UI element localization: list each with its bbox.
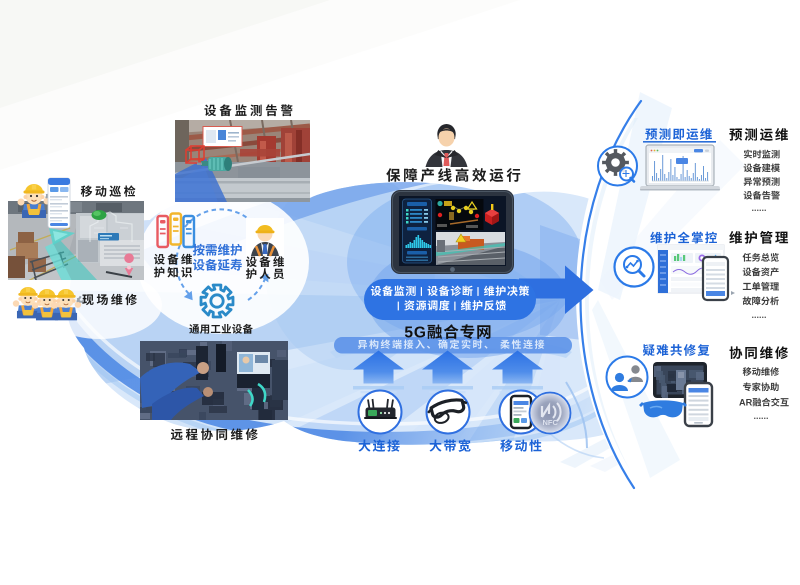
svg-text:......: ...... — [753, 411, 768, 421]
svg-text:......: ...... — [751, 310, 766, 320]
svg-text:NFC: NFC — [543, 418, 559, 427]
svg-text:G: G — [414, 325, 426, 342]
svg-text:......: ...... — [751, 203, 766, 213]
svg-text:A: A — [739, 398, 746, 408]
svg-text:5: 5 — [404, 325, 413, 342]
svg-text:R: R — [746, 398, 753, 408]
